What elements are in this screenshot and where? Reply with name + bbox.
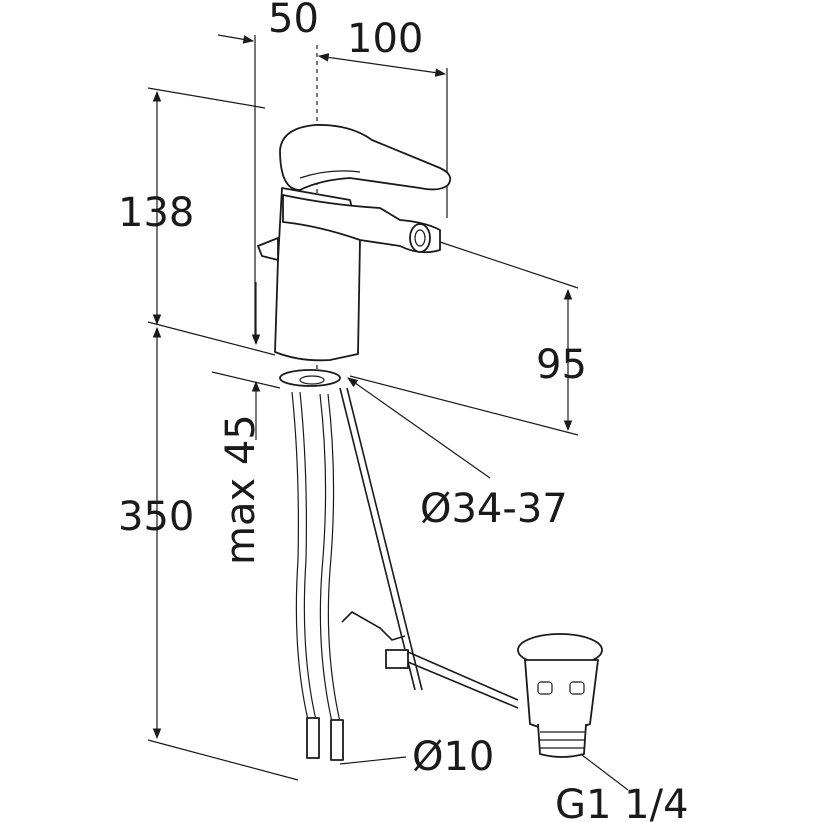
handle-detail bbox=[299, 170, 361, 179]
extension-bottom bbox=[147, 739, 299, 781]
dimension-label-thread: G1 1/4 bbox=[555, 782, 689, 822]
extension-spout bbox=[439, 241, 579, 289]
pop-up-rod bbox=[339, 387, 519, 709]
height-138-dimension bbox=[147, 87, 276, 356]
spout-outlet-inner bbox=[414, 229, 426, 247]
leader-thread bbox=[581, 754, 629, 791]
leader-hole-diameter bbox=[347, 377, 491, 479]
dimension-label-138: 138 bbox=[118, 190, 194, 236]
dimension-label-100: 100 bbox=[347, 16, 423, 62]
hose-fitting-left bbox=[306, 717, 320, 759]
height-350-dimension bbox=[147, 326, 299, 781]
arrow-50 bbox=[217, 34, 255, 44]
dimension-label-350: 350 bbox=[118, 494, 194, 540]
extension-top bbox=[147, 87, 266, 109]
dimension-label-max-45: max 45 bbox=[218, 414, 264, 565]
extension-deck bbox=[211, 371, 281, 389]
extension-mid bbox=[147, 321, 276, 356]
flexible-hoses bbox=[291, 391, 344, 761]
pop-up-knob bbox=[257, 237, 279, 261]
dimension-label-50: 50 bbox=[268, 0, 319, 42]
leader-hose-diameter bbox=[339, 756, 407, 765]
handle-lever bbox=[279, 124, 452, 191]
height-95-dimension bbox=[349, 241, 579, 436]
waste-body bbox=[524, 659, 599, 731]
spout-outlet bbox=[409, 223, 431, 253]
waste-valve bbox=[517, 633, 603, 758]
mixer-body bbox=[257, 124, 452, 362]
dimension-label-95: 95 bbox=[536, 342, 587, 388]
max-45-dimension bbox=[211, 282, 281, 440]
spout bbox=[282, 194, 441, 254]
arrow-100 bbox=[317, 53, 447, 77]
rod-clamp bbox=[385, 649, 409, 669]
dimension-label-hose-diameter: Ø10 bbox=[412, 734, 494, 780]
mounting-nut bbox=[279, 369, 341, 387]
dimension-label-hole-diameter: Ø34-37 bbox=[420, 486, 568, 532]
hose-fitting-right bbox=[330, 719, 344, 761]
extension-deck-right bbox=[349, 375, 579, 436]
